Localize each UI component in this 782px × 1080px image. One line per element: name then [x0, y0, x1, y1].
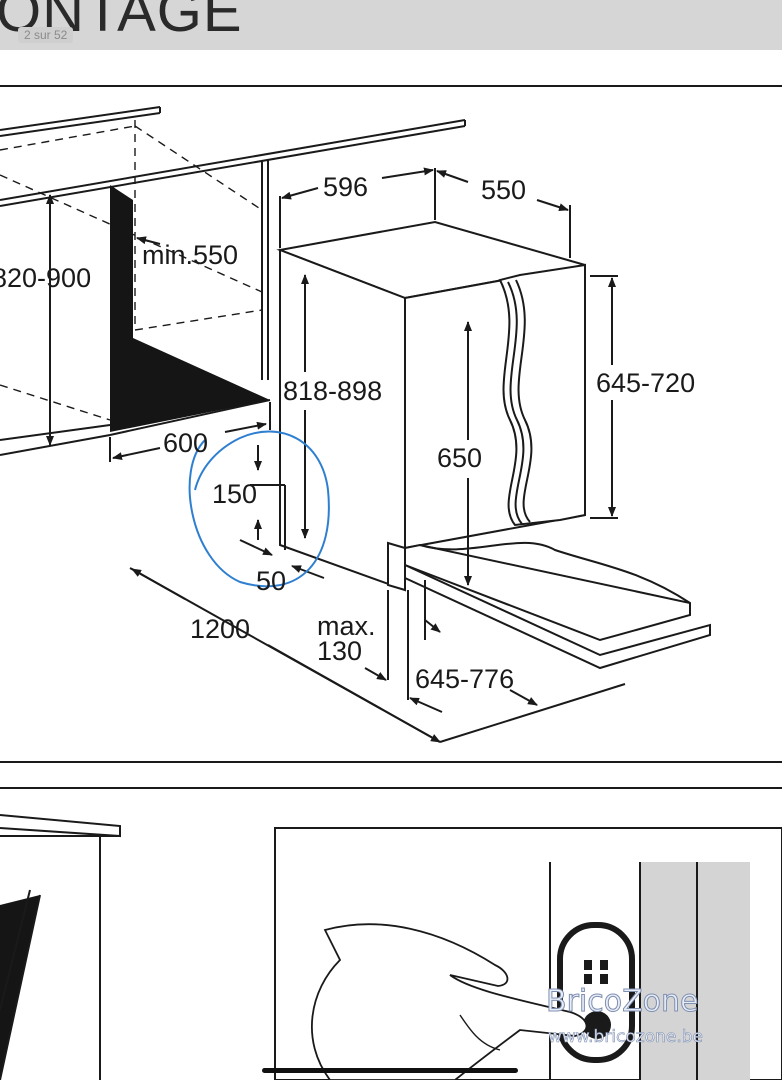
header-bar: ONTAGE 2 sur 52 — [0, 0, 782, 50]
countertop-niche — [0, 106, 466, 456]
label-niche-depth: 600 — [163, 428, 208, 458]
home-indicator[interactable] — [262, 1068, 518, 1073]
page-counter: 2 sur 52 — [18, 27, 74, 43]
hand-illustration — [310, 923, 588, 1080]
annotation-circle — [188, 430, 330, 588]
label-door-panel-height: 645-720 — [596, 368, 695, 398]
niche-side-wall — [110, 185, 270, 432]
label-depth: 550 — [481, 175, 526, 205]
lower-left-illustration — [0, 814, 121, 1080]
door-panel — [387, 263, 711, 670]
label-clearance-length: 1200 — [190, 614, 250, 644]
label-max: max. — [317, 611, 376, 641]
hidden-edges — [0, 120, 263, 421]
watermark-brand: BricoZone — [546, 984, 698, 1019]
label-max-value: 130 — [317, 636, 362, 666]
label-plinth-depth: 50 — [256, 566, 286, 596]
frame-lines — [0, 85, 782, 789]
watermark-url: www.bricozone.be — [548, 1027, 703, 1047]
label-width: 596 — [323, 172, 368, 202]
label-plinth-height: 150 — [212, 479, 257, 509]
label-niche-height: 820-900 — [0, 263, 91, 293]
label-door-travel: 645-776 — [415, 664, 514, 694]
control-panel-illustration — [274, 827, 782, 1080]
label-door-height: 650 — [437, 443, 482, 473]
label-cabinet-depth-min: min.550 — [142, 240, 238, 270]
label-height-range: 818-898 — [283, 376, 382, 406]
dimension-lines — [46, 167, 626, 743]
